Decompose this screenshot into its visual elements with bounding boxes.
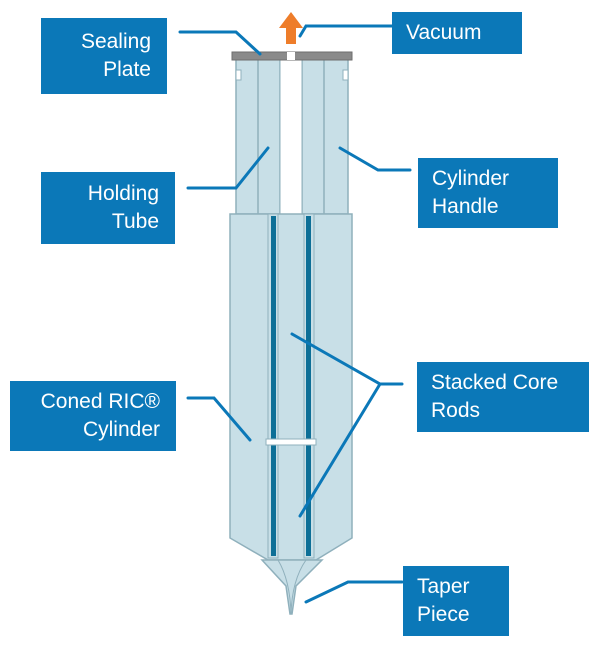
taper-piece-inner-line [277,559,307,615]
label-holding-tube-line-1: Holding [87,182,159,205]
label-coned-cylinder-line-2: Cylinder [82,418,160,441]
label-stacked-core-rods: Stacked Core Rods [417,362,589,432]
holding-tube-left [257,57,281,215]
label-stacked-core-rods-line-2: Rods [431,399,481,422]
rod-stack-separator [265,438,317,446]
label-cylinder-handle-line-2: Handle [432,195,499,218]
handle-notch-right [342,69,349,81]
core-rod-accent-left [271,216,276,556]
label-stacked-core-rods-line-1: Stacked Core [431,371,559,394]
label-cylinder-handle: Cylinder Handle [418,158,558,228]
leader-coned-cylinder [186,396,252,442]
label-coned-cylinder: Coned RIC® Cylinder [10,381,176,451]
vacuum-channel [279,57,303,215]
label-cylinder-handle-line-1: Cylinder [432,167,510,190]
label-coned-cylinder-line-1: Coned RIC® [40,390,160,413]
label-sealing-plate-line-1: Sealing [80,30,151,53]
label-taper-piece: Taper Piece [403,566,509,636]
leader-cylinder-handle [338,146,412,172]
label-vacuum-line-1: Vacuum [406,21,482,44]
label-holding-tube-line-2: Tube [111,210,159,233]
arrow-up-icon [279,12,303,44]
label-vacuum: Vacuum [392,12,522,54]
label-sealing-plate: Sealing Plate [41,18,167,94]
label-holding-tube: Holding Tube [41,172,175,244]
leader-vacuum [298,24,394,38]
label-taper-piece-line-1: Taper [417,575,470,598]
leader-sealing-plate [178,30,262,56]
coned-cylinder-body [229,213,353,561]
leader-taper-piece [304,580,404,604]
leader-holding-tube [186,146,270,190]
sealing-plate-opening [287,52,295,60]
holding-tube-right [301,57,325,215]
leader-stacked-core-rods-b [298,382,382,518]
label-sealing-plate-line-2: Plate [103,58,151,81]
taper-piece [260,559,324,615]
core-rod-accent-right [306,216,311,556]
handle-notch-left [235,69,242,81]
label-taper-piece-line-2: Piece [417,603,470,626]
